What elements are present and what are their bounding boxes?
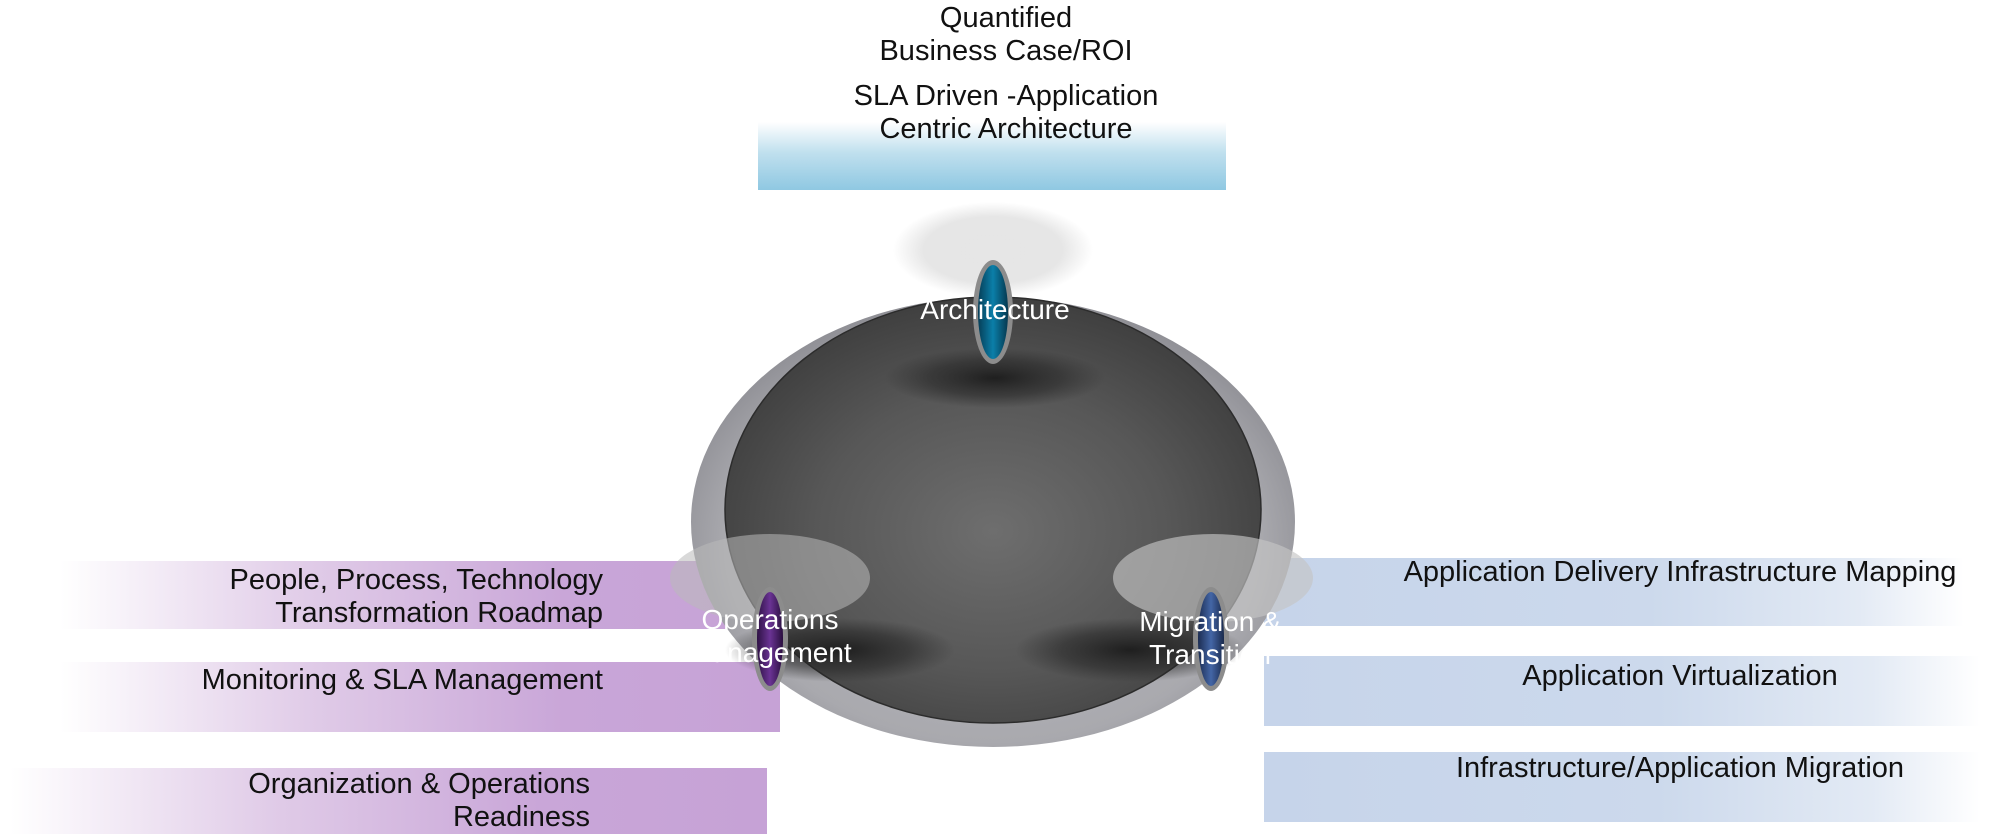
architecture-halo — [893, 202, 1093, 298]
left-bar-readiness — [10, 768, 767, 834]
left-bar-roadmap — [60, 561, 780, 629]
virtualization-label: Application Virtualization — [1522, 660, 1838, 692]
migration-shadow — [1015, 618, 1245, 682]
right-bar-mapping — [1264, 558, 1964, 626]
top-bar-architecture — [758, 122, 1226, 190]
monitoring-label: Monitoring & SLA Management — [201, 664, 603, 696]
migration-item-label: Infrastructure/Application Migration — [1455, 752, 1905, 784]
operations-management-label: Operations Management — [688, 604, 852, 668]
architecture-node — [978, 265, 1008, 359]
roadmap-label: People, Process, Technology Transformati… — [229, 564, 603, 629]
delivery-mapping-label: Application Delivery Infrastructure Mapp… — [1403, 556, 1957, 588]
readiness-label: Organization & Operations Readiness — [248, 768, 590, 833]
architecture-shadow — [885, 348, 1105, 408]
operations-halo — [670, 534, 870, 622]
migration-node — [1198, 592, 1224, 686]
architecture-item-label: SLA Driven -Application Centric Architec… — [853, 80, 1159, 145]
operations-node — [757, 592, 783, 686]
left-bar-monitoring — [60, 662, 780, 732]
right-bar-virtualization — [1264, 656, 1980, 726]
migration-halo — [1113, 534, 1313, 622]
migration-transition-label: Migration & Transition — [1139, 606, 1281, 670]
business-case-label: Quantified Business Case/ROI — [879, 2, 1133, 67]
architecture-label: Architecture — [920, 294, 1070, 325]
right-bar-migration — [1264, 752, 1980, 822]
